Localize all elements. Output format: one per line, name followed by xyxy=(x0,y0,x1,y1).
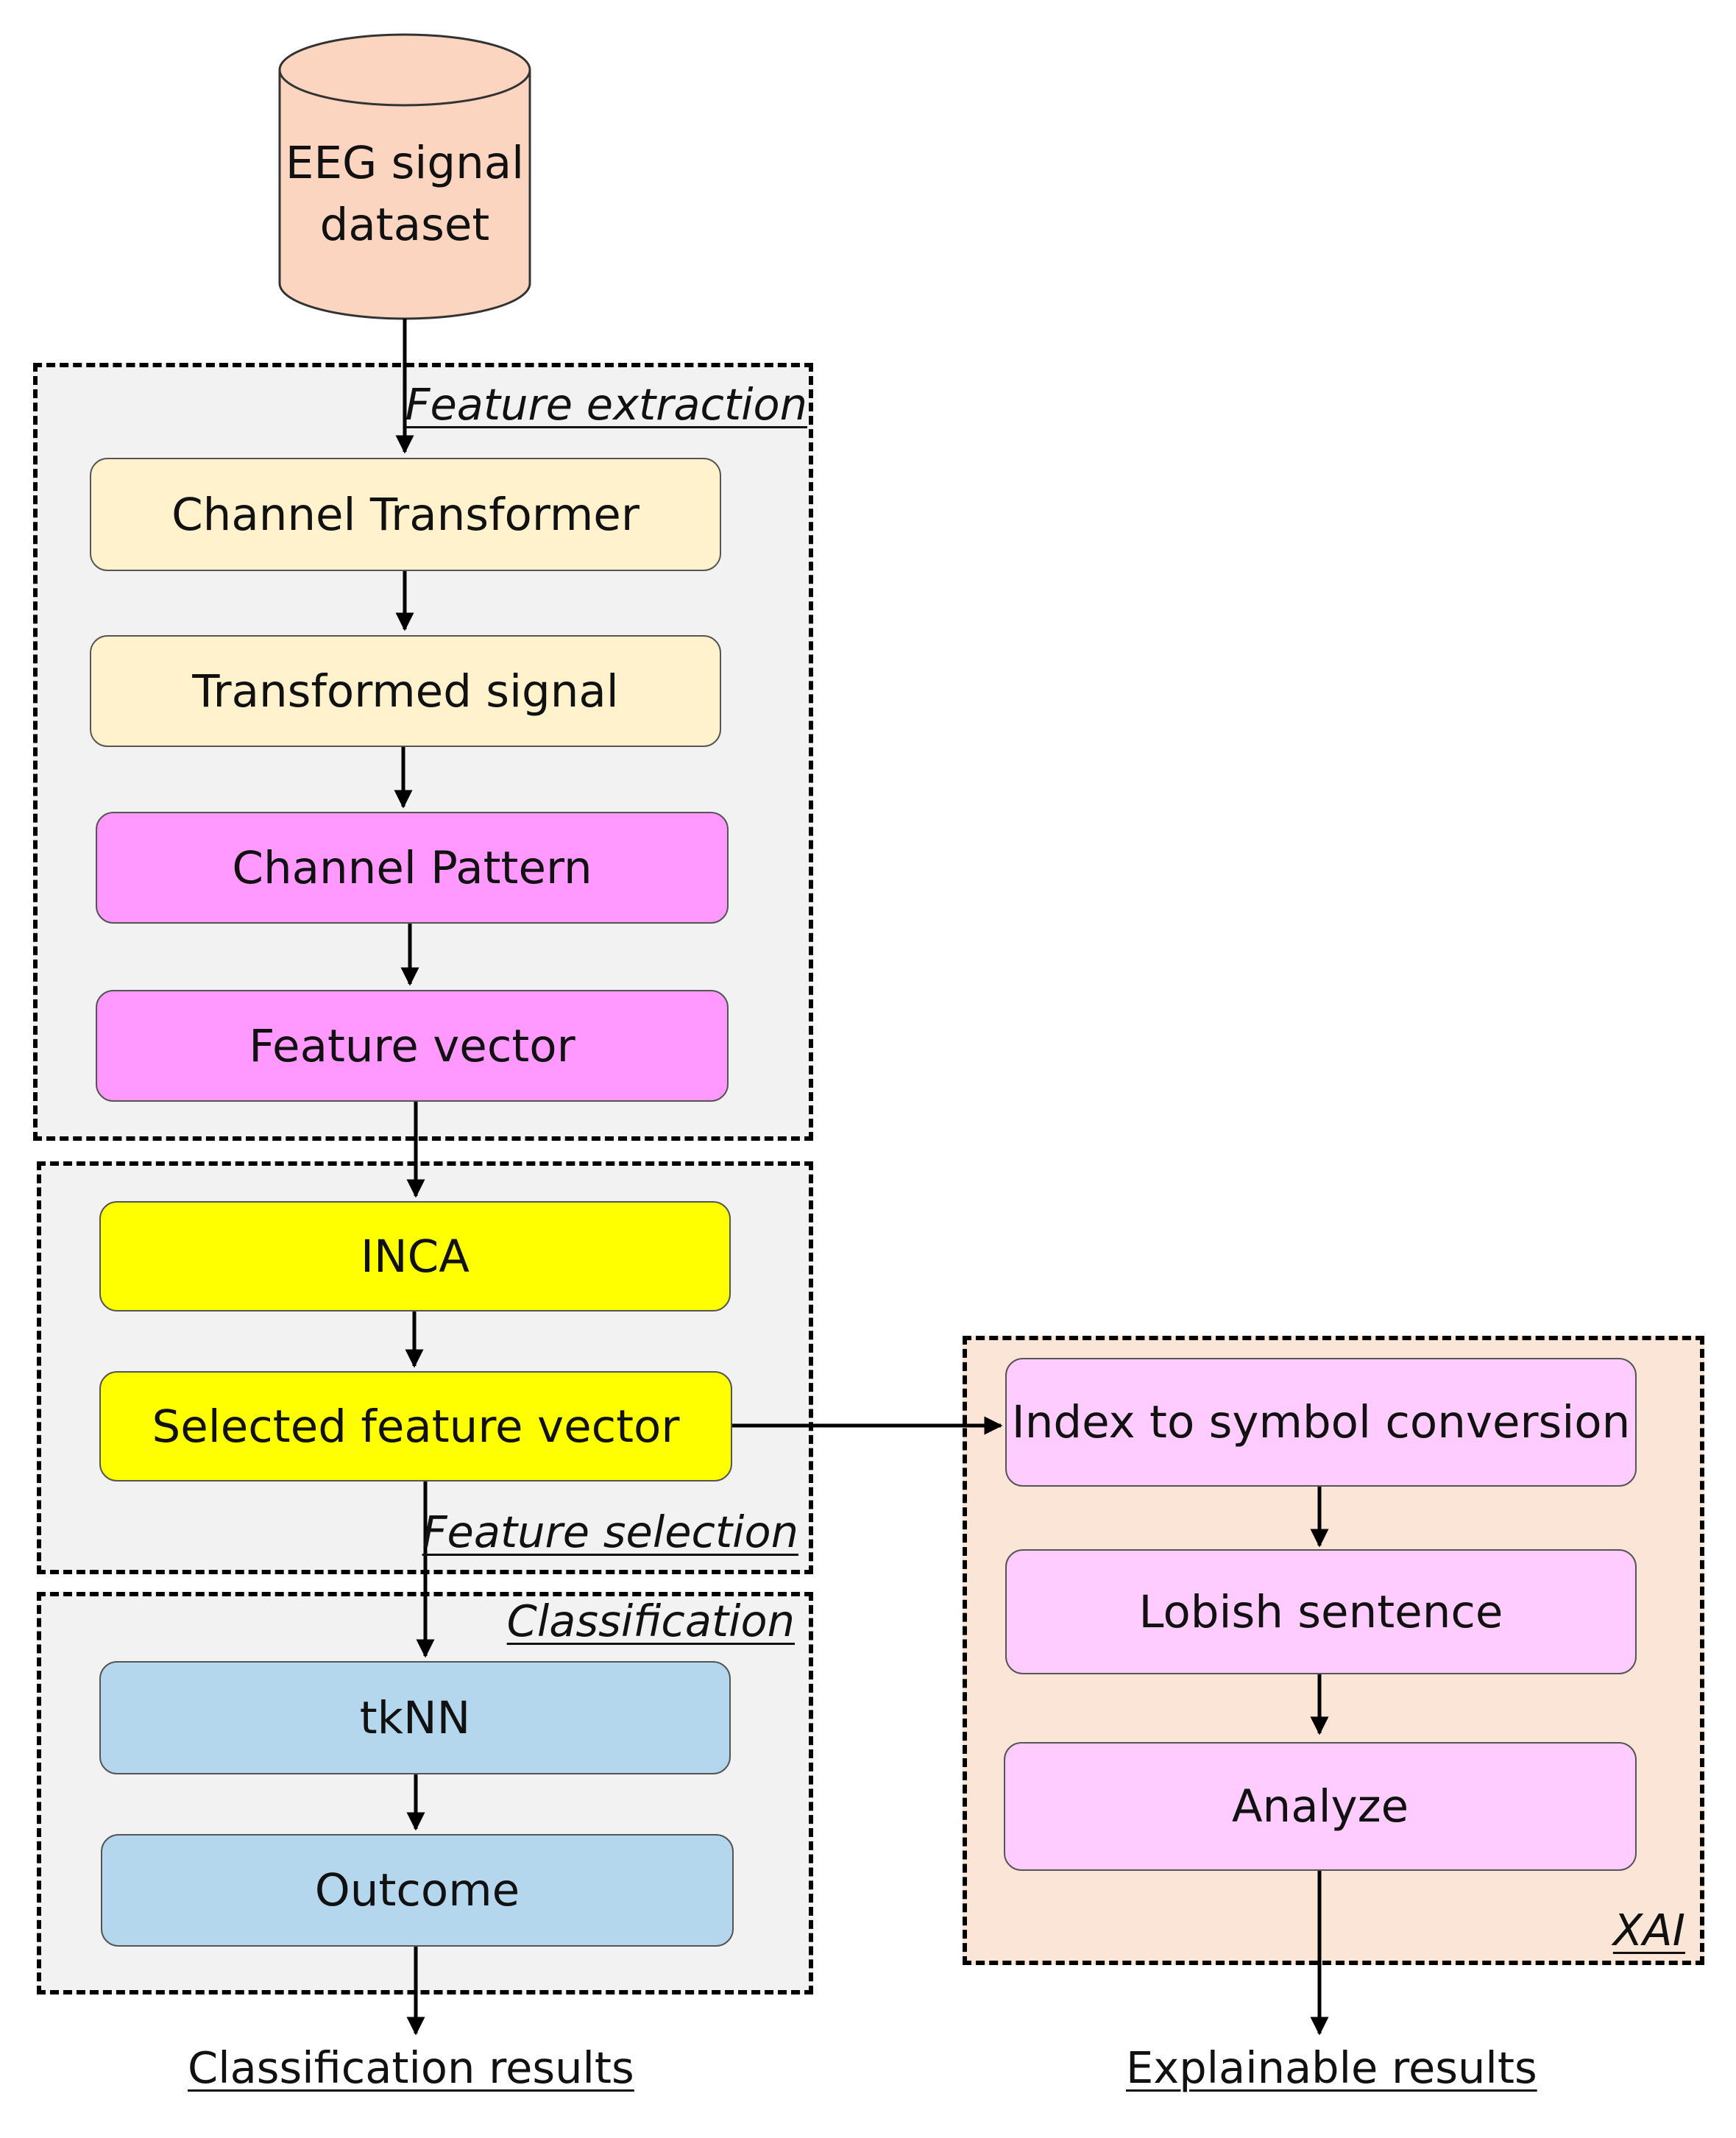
channel-pattern-node: Channel Pattern xyxy=(96,812,729,924)
database-cylinder-icon xyxy=(278,33,531,320)
lobish-sentence-node: Lobish sentence xyxy=(1005,1549,1637,1674)
channel-transformer-node: Channel Transformer xyxy=(90,458,721,571)
index-to-symbol-node: Index to symbol conversion xyxy=(1005,1358,1637,1487)
dataset-label: EEG signal dataset xyxy=(278,132,531,256)
selected-feature-vector-node: Selected feature vector xyxy=(99,1371,732,1482)
classification-results-label: Classification results xyxy=(188,2042,634,2093)
classification-label: Classification xyxy=(506,1596,795,1646)
inca-node: INCA xyxy=(99,1201,731,1312)
transformed-signal-node: Transformed signal xyxy=(90,635,721,747)
tknn-node: tkNN xyxy=(99,1661,731,1774)
dataset-label-line1: EEG signal xyxy=(285,137,525,189)
feature-extraction-label: Feature extraction xyxy=(405,379,807,430)
dataset-label-line2: dataset xyxy=(319,199,490,251)
feature-vector-node: Feature vector xyxy=(96,990,729,1102)
explainable-results-label: Explainable results xyxy=(1126,2042,1537,2093)
analyze-node: Analyze xyxy=(1004,1742,1637,1871)
feature-selection-label: Feature selection xyxy=(422,1507,798,1557)
outcome-node: Outcome xyxy=(101,1834,734,1947)
xai-label: XAI xyxy=(1612,1905,1685,1955)
